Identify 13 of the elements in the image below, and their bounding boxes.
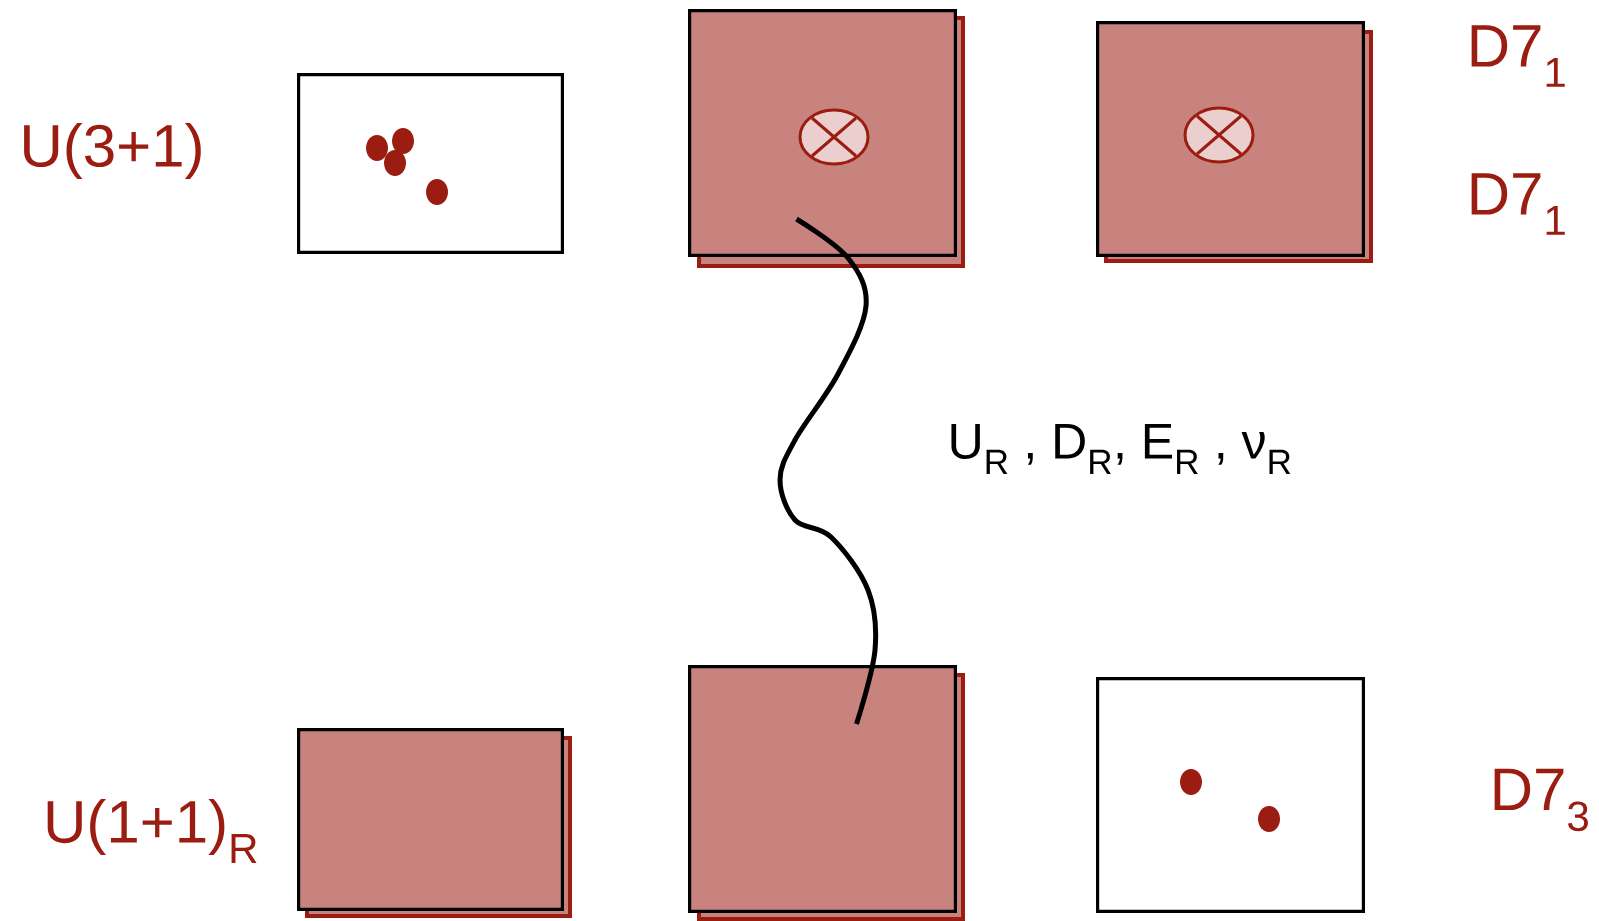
row-label: D7$_{3}$: [1494, 768, 1588, 832]
wavy-line: [777, 216, 879, 725]
edge-label: U$_{R}$ , D$_{R}$, E$_{R}$ , ν$_{R}$: [951, 424, 1291, 474]
empty-box: [1096, 677, 1365, 913]
row-label: D7$_{1}$: [1471, 173, 1565, 235]
row-label: U(1+1)$_{R}$: [47, 799, 257, 863]
shaded-box: [1096, 21, 1373, 263]
shaded-box: [688, 665, 965, 921]
row-label: D7$_{1}$: [1471, 25, 1565, 87]
row-label: U(3+1): [24, 123, 201, 179]
shaded-box: [688, 9, 965, 268]
empty-box: [297, 73, 564, 254]
shaded-box: [297, 728, 572, 918]
